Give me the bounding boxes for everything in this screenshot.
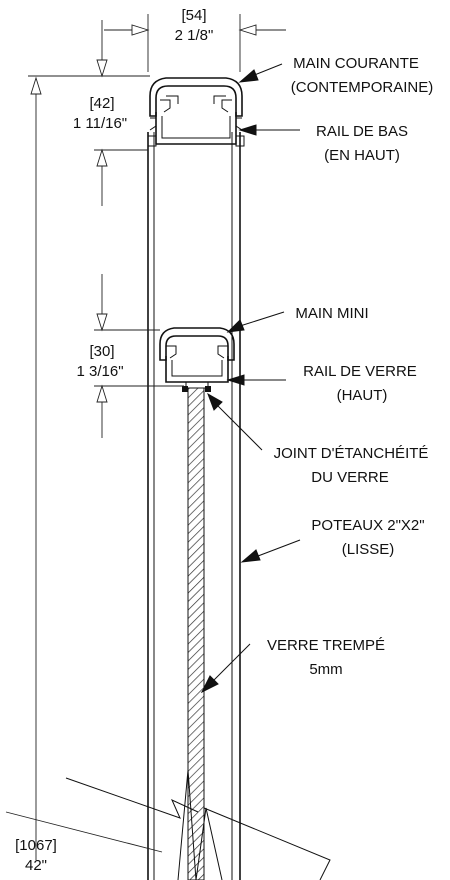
main-courante-profile <box>149 77 243 117</box>
top-gap-dimension <box>94 20 150 206</box>
leader-verre <box>200 643 251 694</box>
mid-gap-mm: [30] <box>89 343 114 360</box>
label-rail-bas-1: RAIL DE BAS <box>316 123 408 140</box>
leader-rail-verre <box>226 374 286 386</box>
label-rail-bas-2: (EN HAUT) <box>324 147 400 164</box>
main-mini-profile <box>159 327 235 361</box>
rail-de-bas-profile <box>147 112 245 147</box>
leader-main-mini <box>226 311 285 333</box>
label-joint-1: JOINT D'ÉTANCHÉITÉ <box>274 445 429 462</box>
break-lines <box>65 769 331 880</box>
label-poteaux-1: POTEAUX 2"X2" <box>311 517 424 534</box>
label-poteaux-2: (LISSE) <box>342 541 395 558</box>
label-rail-verre-2: (HAUT) <box>337 387 388 404</box>
top-gap-mm: [42] <box>89 95 114 112</box>
post <box>147 132 241 880</box>
mid-gap-in: 1 3/16" <box>76 363 123 380</box>
label-main-mini: MAIN MINI <box>295 305 368 322</box>
leader-rail-bas <box>238 124 300 136</box>
label-verre-1: VERRE TREMPÉ <box>267 637 385 654</box>
width-dim-in: 2 1/8" <box>175 27 214 44</box>
label-verre-2: 5mm <box>309 661 342 678</box>
height-dimension <box>5 75 163 860</box>
leader-joint <box>207 392 263 451</box>
mid-gap-dimension <box>94 274 184 438</box>
height-in: 42" <box>25 857 47 874</box>
leader-main-courante <box>238 63 283 83</box>
label-joint-2: DU VERRE <box>311 469 389 486</box>
height-mm: [1067] <box>15 837 57 854</box>
tempered-glass <box>187 387 205 880</box>
label-main-courante-1: MAIN COURANTE <box>293 55 419 72</box>
label-main-courante-2: (CONTEMPORAINE) <box>291 79 434 96</box>
top-gap-in: 1 11/16" <box>73 115 127 132</box>
width-dimension <box>104 14 286 72</box>
label-rail-verre-1: RAIL DE VERRE <box>303 363 417 380</box>
width-dim-mm: [54] <box>181 7 206 24</box>
leader-poteaux <box>240 539 301 563</box>
rail-de-verre-profile <box>165 356 229 392</box>
